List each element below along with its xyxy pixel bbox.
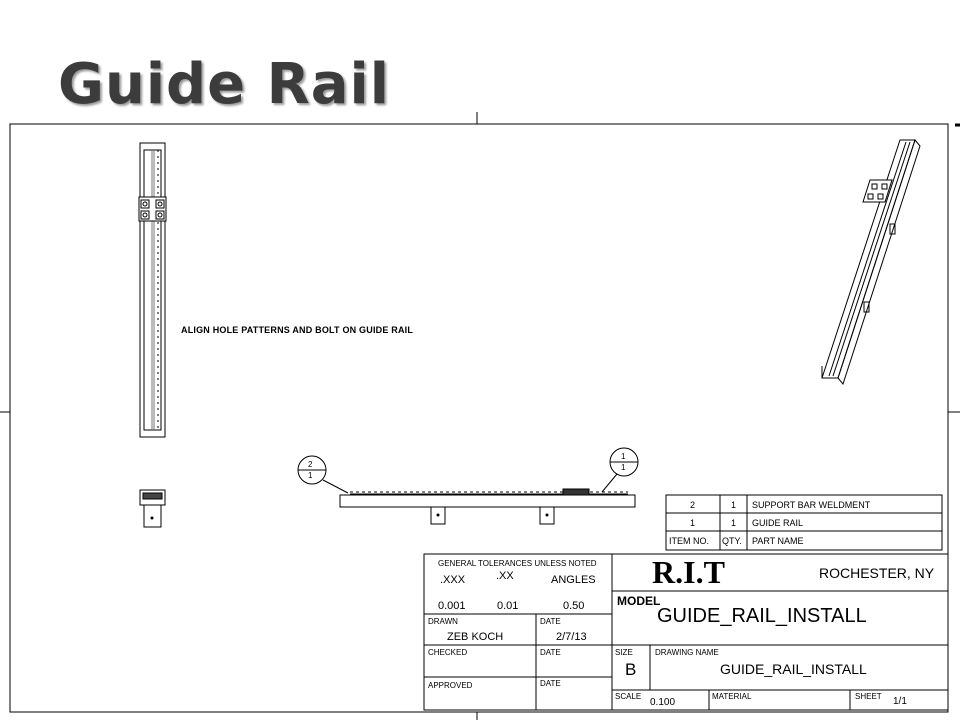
slide-title: Guide Rail [58, 52, 390, 117]
balloon-2-qty: 1 [308, 471, 313, 480]
sheet-value: 1/1 [893, 696, 907, 707]
bom-row-part: SUPPORT BAR WELDMENT [752, 500, 871, 510]
tol-angles-label: ANGLES [551, 574, 596, 586]
scale-value: 0.100 [650, 697, 676, 708]
tolerances-heading: GENERAL TOLERANCES UNLESS NOTED [438, 559, 597, 568]
sheet-label: SHEET [855, 692, 882, 701]
tol-xx-value: 0.01 [497, 600, 519, 612]
model-name: GUIDE_RAIL_INSTALL [657, 605, 867, 627]
tol-xxx-value: 0.001 [438, 600, 466, 612]
bom-row-item: 2 [690, 500, 696, 510]
rail-end-view [139, 489, 166, 528]
approved-date-label: DATE [540, 679, 561, 688]
bom-header-qty: QTY. [722, 536, 742, 546]
bom-row-part: GUIDE RAIL [752, 518, 804, 528]
balloon-1-qty: 1 [621, 463, 626, 472]
tol-angles-value: 0.50 [563, 600, 585, 612]
rail-isometric-view [821, 138, 921, 386]
rail-top-view [138, 142, 167, 438]
drawn-by: ZEB KOCH [447, 631, 504, 643]
bom-row-qty: 1 [731, 518, 737, 528]
approved-label: APPROVED [428, 681, 473, 690]
drawn-date-label: DATE [540, 617, 561, 626]
assembly-note: ALIGN HOLE PATTERNS AND BOLT ON GUIDE RA… [181, 325, 414, 335]
drawing-name-label: DRAWING NAME [655, 648, 719, 657]
size-value: B [625, 660, 637, 679]
checked-date-label: DATE [540, 648, 561, 657]
tol-xxx-label: .XXX [440, 574, 466, 586]
rit-logo: R.I.T [652, 554, 725, 590]
material-label: MATERIAL [712, 692, 752, 701]
size-label: SIZE [615, 648, 633, 657]
bom-header-item: ITEM NO. [669, 536, 709, 546]
tol-xx-label: .XX [496, 570, 514, 582]
bom-row-qty: 1 [731, 500, 737, 510]
rail-side-view [297, 447, 639, 525]
location: ROCHESTER, NY [819, 565, 935, 581]
scale-label: SCALE [615, 692, 642, 701]
sheet-border [0, 112, 960, 720]
bom-header-part: PART NAME [752, 536, 804, 546]
balloon-2-item: 2 [308, 460, 313, 469]
drawing-name: GUIDE_RAIL_INSTALL [720, 661, 867, 677]
drawn-date: 2/7/13 [556, 631, 587, 643]
checked-label: CHECKED [428, 648, 468, 657]
drawn-label: DRAWN [428, 617, 458, 626]
balloon-1-item: 1 [621, 452, 626, 461]
model-label: MODEL [617, 594, 661, 608]
bom-row-item: 1 [690, 518, 696, 528]
